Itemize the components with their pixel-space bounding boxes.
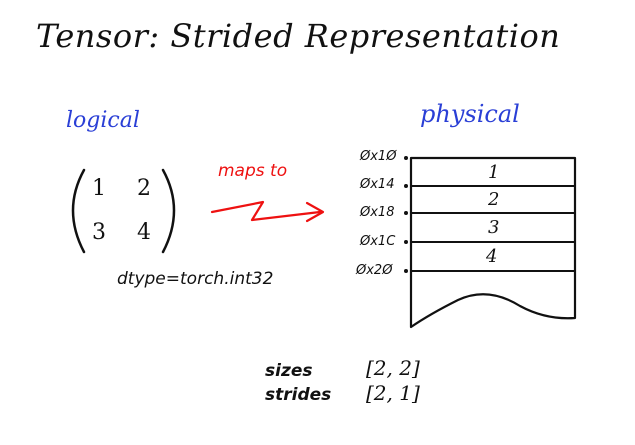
matrix-cell: 2 bbox=[137, 176, 151, 201]
matrix-cell: 4 bbox=[137, 220, 151, 245]
right-paren bbox=[161, 168, 176, 254]
memory-address: Øx1C bbox=[360, 234, 396, 249]
address-pointer bbox=[404, 240, 408, 244]
memory-address: Øx14 bbox=[360, 177, 395, 192]
physical-label: physical bbox=[420, 100, 520, 128]
address-pointer bbox=[404, 156, 408, 160]
memory-address: Øx1Ø bbox=[360, 149, 397, 164]
left-paren bbox=[71, 168, 86, 254]
address-pointer bbox=[404, 184, 408, 188]
logical-label: logical bbox=[66, 108, 140, 133]
memory-value: 4 bbox=[486, 246, 498, 267]
sizes-label: sizes bbox=[265, 361, 313, 381]
memory-value: 1 bbox=[488, 162, 500, 183]
strides-value: [2, 1] bbox=[366, 381, 420, 405]
memory-value: 3 bbox=[488, 217, 500, 238]
memory-value: 2 bbox=[488, 189, 500, 210]
dtype-label: dtype=torch.int32 bbox=[117, 269, 274, 289]
maps-to-arrowhead bbox=[305, 201, 325, 223]
page-title: Tensor: Strided Representation bbox=[36, 17, 561, 55]
address-pointer bbox=[404, 211, 408, 215]
strides-label: strides bbox=[265, 385, 332, 405]
memory-block-outline bbox=[409, 156, 577, 329]
sizes-value: [2, 2] bbox=[366, 356, 420, 380]
matrix-cell: 1 bbox=[92, 176, 106, 201]
address-pointer bbox=[404, 269, 408, 273]
memory-address: Øx18 bbox=[360, 205, 395, 220]
maps-to-arrow bbox=[210, 200, 322, 222]
memory-address: Øx2Ø bbox=[356, 263, 393, 278]
matrix-cell: 3 bbox=[92, 220, 106, 245]
maps-to-label: maps to bbox=[218, 161, 288, 181]
